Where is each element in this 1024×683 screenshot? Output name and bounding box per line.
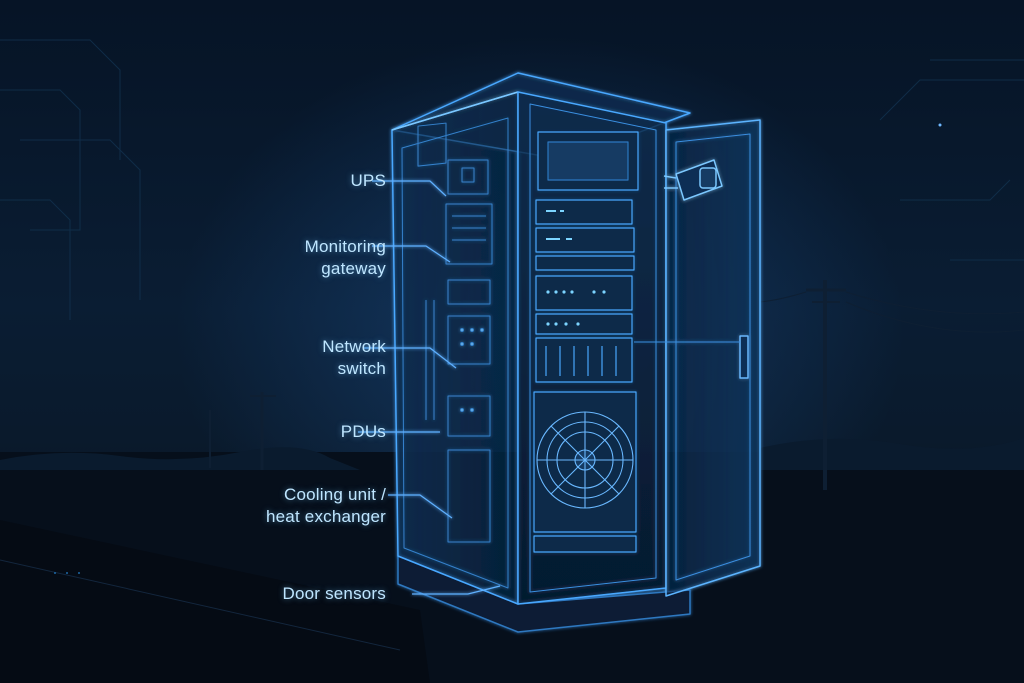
star — [938, 123, 942, 127]
label-network-switch: Network switch — [322, 336, 386, 380]
label-cooling-line1: Cooling unit / — [283, 485, 386, 504]
status-leds — [546, 210, 606, 326]
leader-lines — [358, 180, 501, 595]
label-ups: UPS — [350, 170, 386, 192]
label-monitoring-gateway: Monitoring gateway — [305, 236, 386, 280]
label-switch-line2: switch — [337, 359, 386, 378]
label-cooling-unit: Cooling unit / heat exchanger — [266, 484, 386, 528]
label-gateway-line1: Monitoring — [304, 237, 386, 256]
camera-icon — [663, 159, 723, 201]
label-ups-text: UPS — [350, 171, 386, 190]
label-door-text: Door sensors — [282, 584, 386, 603]
cabinet-door — [665, 119, 761, 597]
gateway-unit-3 — [535, 255, 635, 271]
cabinet — [391, 72, 761, 633]
label-cooling-line2: heat exchanger — [266, 507, 386, 526]
side-panel-detail — [401, 117, 509, 589]
label-switch-line1: Network — [322, 337, 386, 356]
label-gateway-line2: gateway — [321, 259, 386, 278]
pdu-unit — [535, 337, 633, 383]
switch-unit-1 — [535, 275, 633, 311]
treeline-right — [760, 438, 1024, 470]
door-handle — [739, 335, 749, 379]
switch-unit-2 — [535, 313, 633, 335]
treeline-left — [0, 447, 360, 470]
road — [0, 520, 430, 683]
background-circuit-traces — [0, 39, 1024, 320]
rack-equipment — [533, 131, 639, 553]
label-pdus-text: PDUs — [340, 422, 386, 441]
ground-lights — [54, 572, 80, 574]
cooling-fan — [536, 411, 634, 509]
utility-poles — [209, 280, 1024, 490]
gateway-unit-1 — [535, 199, 633, 225]
label-pdus: PDUs — [341, 421, 386, 443]
label-door-sensors: Door sensors — [283, 583, 387, 605]
